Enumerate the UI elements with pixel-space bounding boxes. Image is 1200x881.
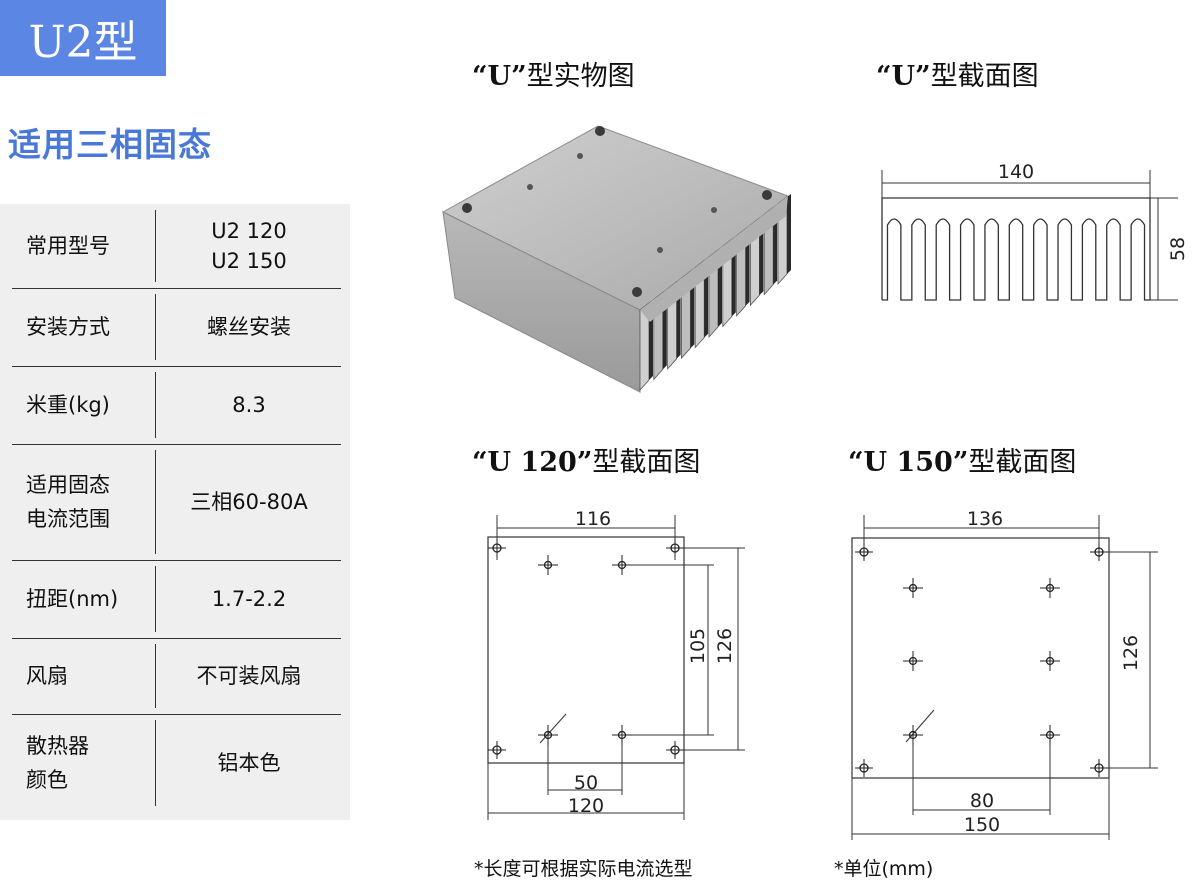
spec-value: 1.7-2.2 <box>211 587 287 611</box>
footnote-unit: *单位(mm) <box>834 858 934 880</box>
hole-crosshair <box>1040 578 1060 598</box>
spec-label: 散热器 颜色 <box>26 734 89 792</box>
hole-crosshair <box>1040 651 1060 671</box>
section-heading: “U”型截面图 <box>876 61 1039 92</box>
spec-row-color: 散热器 颜色 铝本色 <box>12 714 341 812</box>
hole-crosshair <box>1040 725 1060 745</box>
spec-table: 常用型号 U2 120 U2 150 安装方式 螺丝安装 米重(kg) 8.3 … <box>0 204 350 820</box>
hole-crosshair <box>666 539 684 557</box>
hole-crosshair <box>666 741 684 759</box>
photo-heading: “U”型实物图 <box>472 61 635 92</box>
dim-u150-bottom-inner: 80 <box>970 790 994 812</box>
spec-value: 铝本色 <box>217 751 281 775</box>
spec-label: 安装方式 <box>26 315 110 339</box>
hole-crosshair <box>1090 759 1108 777</box>
dim-u120-right-inner: 105 <box>687 628 709 664</box>
spec-row-fan: 风扇 不可装风扇 <box>12 638 341 715</box>
hole-crosshair <box>855 759 873 777</box>
spec-divider <box>155 644 156 708</box>
spec-divider <box>155 566 156 632</box>
spec-value: 螺丝安装 <box>207 315 291 339</box>
hole-crosshair <box>612 725 632 745</box>
dim-u120-bottom-inner: 50 <box>574 772 598 794</box>
spec-divider <box>155 294 156 360</box>
hole-crosshair <box>612 555 632 575</box>
hole-crosshair <box>538 555 558 575</box>
hole-crosshair <box>903 651 923 671</box>
u150-heading: “U 150”型截面图 <box>848 447 1077 478</box>
hole-crosshair <box>488 539 506 557</box>
spec-row-torque: 扭距(nm) 1.7-2.2 <box>12 560 341 639</box>
dim-u150-right: 126 <box>1120 635 1142 671</box>
spec-label: 适用固态 电流范围 <box>26 473 110 531</box>
hole-crosshair <box>538 725 558 745</box>
spec-divider <box>155 210 156 282</box>
dim-u120-right-outer: 126 <box>714 628 736 664</box>
spec-row-weight: 米重(kg) 8.3 <box>12 366 341 445</box>
hole-crosshair <box>903 725 923 745</box>
spec-label: 扭距(nm) <box>26 587 119 611</box>
spec-label: 风扇 <box>26 664 68 688</box>
hole-crosshair <box>855 543 873 561</box>
spec-divider <box>155 720 156 806</box>
spec-value: 8.3 <box>232 393 266 417</box>
hole-crosshair <box>1090 543 1108 561</box>
u120-heading: “U 120”型截面图 <box>472 447 701 478</box>
dim-u120-bottom-outer: 120 <box>568 795 604 817</box>
page-subtitle: 适用三相固态 <box>8 125 212 164</box>
spec-label: 常用型号 <box>26 234 110 258</box>
spec-row-mounting: 安装方式 螺丝安装 <box>12 288 341 367</box>
spec-row-model: 常用型号 U2 120 U2 150 <box>12 204 341 289</box>
dim-height: 58 <box>1167 237 1189 261</box>
spec-value: 不可装风扇 <box>196 664 302 688</box>
page-title: U2型 <box>0 0 166 76</box>
spec-divider <box>155 450 156 554</box>
spec-label: 米重(kg) <box>26 393 110 417</box>
footnote-length: *长度可根据实际电流选型 <box>474 858 693 880</box>
dim-u150-bottom-outer: 150 <box>964 814 1000 836</box>
fin-gap <box>787 194 791 274</box>
hole-crosshair <box>488 741 506 759</box>
hole-crosshair <box>903 578 923 598</box>
spec-value: 三相60-80A <box>190 490 308 514</box>
spec-row-current: 适用固态 电流范围 三相60-80A <box>12 444 341 561</box>
dim-width: 140 <box>998 161 1034 183</box>
spec-value: U2 120 U2 150 <box>211 219 287 273</box>
dim-u120-top: 116 <box>575 508 611 530</box>
spec-divider <box>155 372 156 438</box>
dim-u150-top: 136 <box>967 508 1003 530</box>
